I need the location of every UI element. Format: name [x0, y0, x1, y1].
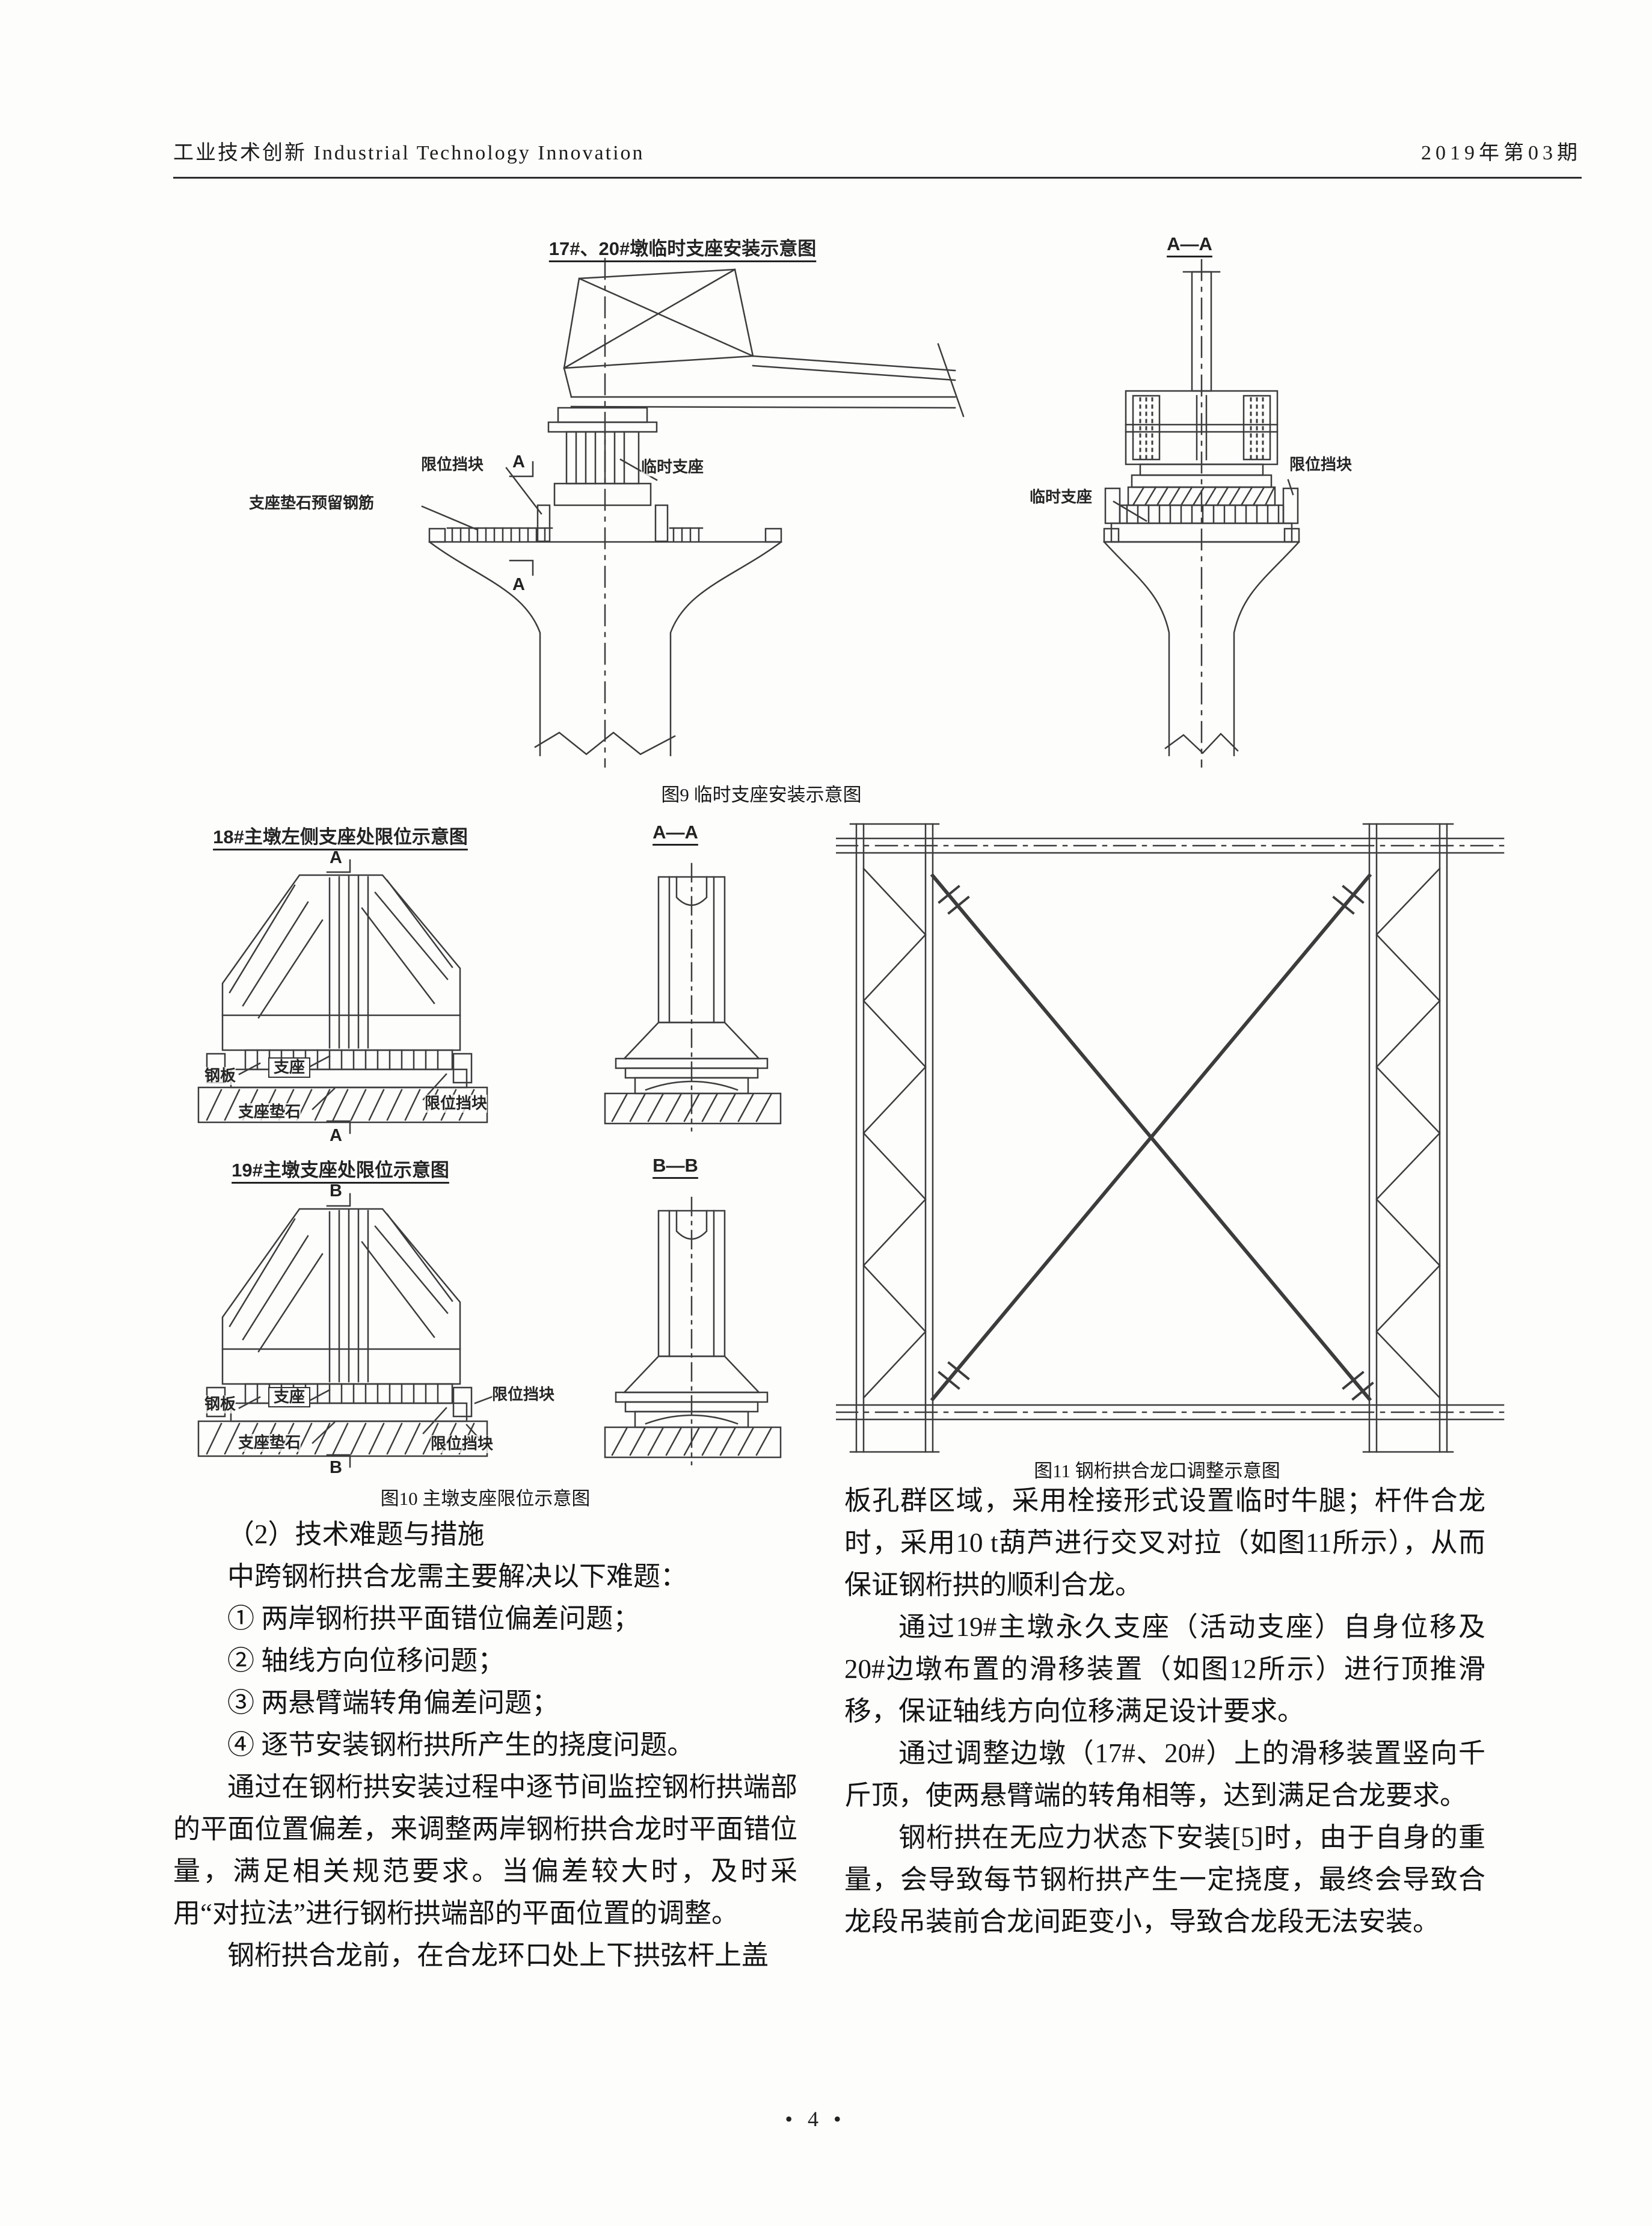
- issue-label: 2019年第03期: [1421, 142, 1582, 164]
- sub1-marker-a-top: A: [330, 848, 342, 867]
- figure10: 18#主墩左侧支座处限位示意图 A—A A 钢板 支座 支座垫石 限位挡块 A …: [0, 817, 826, 1514]
- figure9-caption: 图9 临时支座安装示意图: [661, 784, 862, 805]
- sub1-label-bearing-pad: 支座垫石: [238, 1102, 301, 1121]
- section-marker-a-top: A: [512, 452, 525, 472]
- sub2-label-bearing-pad: 支座垫石: [238, 1433, 301, 1452]
- list-item: ④ 逐节安装钢桁拱所产生的挠度问题。: [227, 1730, 695, 1760]
- sub1-label-steel-plate: 钢板: [204, 1066, 236, 1085]
- pier-elevation-drawing: [421, 257, 965, 768]
- label-limit-block-right: 限位挡块: [1289, 455, 1353, 474]
- paragraph: 通过19#主墩永久支座（活动支座）自身位移及20#边墩布置的滑移装置（如图12所…: [844, 1612, 1485, 1726]
- list-item: ① 两岸钢桁拱平面错位偏差问题；: [227, 1603, 640, 1634]
- sub2-marker-b-bottom: B: [330, 1458, 342, 1477]
- section-marker-a-bottom: A: [512, 575, 525, 594]
- paragraph: 通过在钢桁拱安装过程中逐节间监控钢桁拱端部的平面位置偏差，来调整两岸钢桁拱合龙时…: [173, 1772, 797, 1928]
- list-item: ③ 两悬臂端转角偏差问题；: [227, 1688, 559, 1718]
- figure10-sub1-section-label: A—A: [653, 822, 698, 843]
- sub2-marker-b-top: B: [330, 1181, 342, 1201]
- left-column: （2）技术难题与措施 中跨钢桁拱合龙需主要解决以下难题： ① 两岸钢桁拱平面错位…: [173, 1513, 797, 1976]
- figure11-drawing: [836, 823, 1505, 1453]
- sub1-marker-a-bottom: A: [330, 1126, 342, 1145]
- journal-title: 工业技术创新 Industrial Technology Innovation: [173, 142, 645, 164]
- figure11-caption: 图11 钢桁拱合龙口调整示意图: [1034, 1460, 1280, 1481]
- sub2-label-limit-block-2: 限位挡块: [431, 1434, 494, 1453]
- sub1-label-bearing: 支座: [268, 1057, 311, 1078]
- figure10-caption: 图10 主墩支座限位示意图: [380, 1488, 591, 1509]
- sub1-bearing-limit-drawing: [197, 859, 782, 1134]
- sub1-label-limit-block: 限位挡块: [425, 1094, 488, 1113]
- figure10-sub2-section-label: B—B: [653, 1155, 698, 1176]
- figure10-sub1-title: 18#主墩左侧支座处限位示意图: [213, 826, 468, 847]
- figure9-section-label: A—A: [1167, 233, 1212, 254]
- sub2-label-limit-block-1: 限位挡块: [492, 1385, 555, 1404]
- truss-closure-drawing: [836, 823, 1505, 1453]
- paragraph: 钢桁拱在无应力状态下安装[5]时，由于自身的重量，会导致每节钢桁拱产生一定挠度，…: [844, 1822, 1485, 1937]
- list-item: ② 轴线方向位移问题；: [227, 1646, 505, 1676]
- sub2-bearing-limit-drawing: [197, 1193, 782, 1468]
- figure10-drawing: [197, 859, 782, 1468]
- right-column: 板孔群区域，采用栓接形式设置临时牛腿；杆件合龙时，采用10 t葫芦进行交叉对拉（…: [844, 1480, 1485, 1943]
- label-limit-block-left: 限位挡块: [421, 455, 484, 474]
- paragraph: 钢桁拱合龙前，在合龙环口处上下拱弦杆上盖: [227, 1940, 769, 1970]
- figure9: 17#、20#墩临时支座安装示意图 A—A 限位挡块 A 临时支座 支座垫石预留…: [0, 217, 1652, 824]
- subsection-heading: （2）技术难题与措施: [227, 1519, 485, 1549]
- figure9-drawing: [421, 257, 1300, 768]
- label-temp-support-left: 临时支座: [641, 458, 704, 476]
- paragraph: 板孔群区域，采用栓接形式设置临时牛腿；杆件合龙时，采用10 t葫芦进行交叉对拉（…: [844, 1486, 1485, 1600]
- sub2-label-steel-plate: 钢板: [204, 1395, 236, 1413]
- header-rule: [173, 177, 1582, 179]
- pier-section-drawing: [1103, 259, 1300, 768]
- figure10-sub2-title: 19#主墩支座处限位示意图: [232, 1160, 449, 1181]
- paragraph: 中跨钢桁拱合龙需主要解决以下难题：: [227, 1561, 688, 1591]
- label-temp-support-right: 临时支座: [1030, 488, 1093, 506]
- page-number: • 4 •: [785, 2107, 841, 2131]
- figure11: 图11 钢桁拱合龙口调整示意图: [836, 817, 1515, 1514]
- figure9-title: 17#、20#墩临时支座安装示意图: [548, 238, 817, 259]
- sub2-label-bearing: 支座: [268, 1387, 311, 1407]
- paragraph: 通过调整边墩（17#、20#）上的滑移装置竖向千斤顶，使两悬臂端的转角相等，达到…: [844, 1738, 1485, 1810]
- label-rebar: 支座垫石预留钢筋: [249, 494, 375, 512]
